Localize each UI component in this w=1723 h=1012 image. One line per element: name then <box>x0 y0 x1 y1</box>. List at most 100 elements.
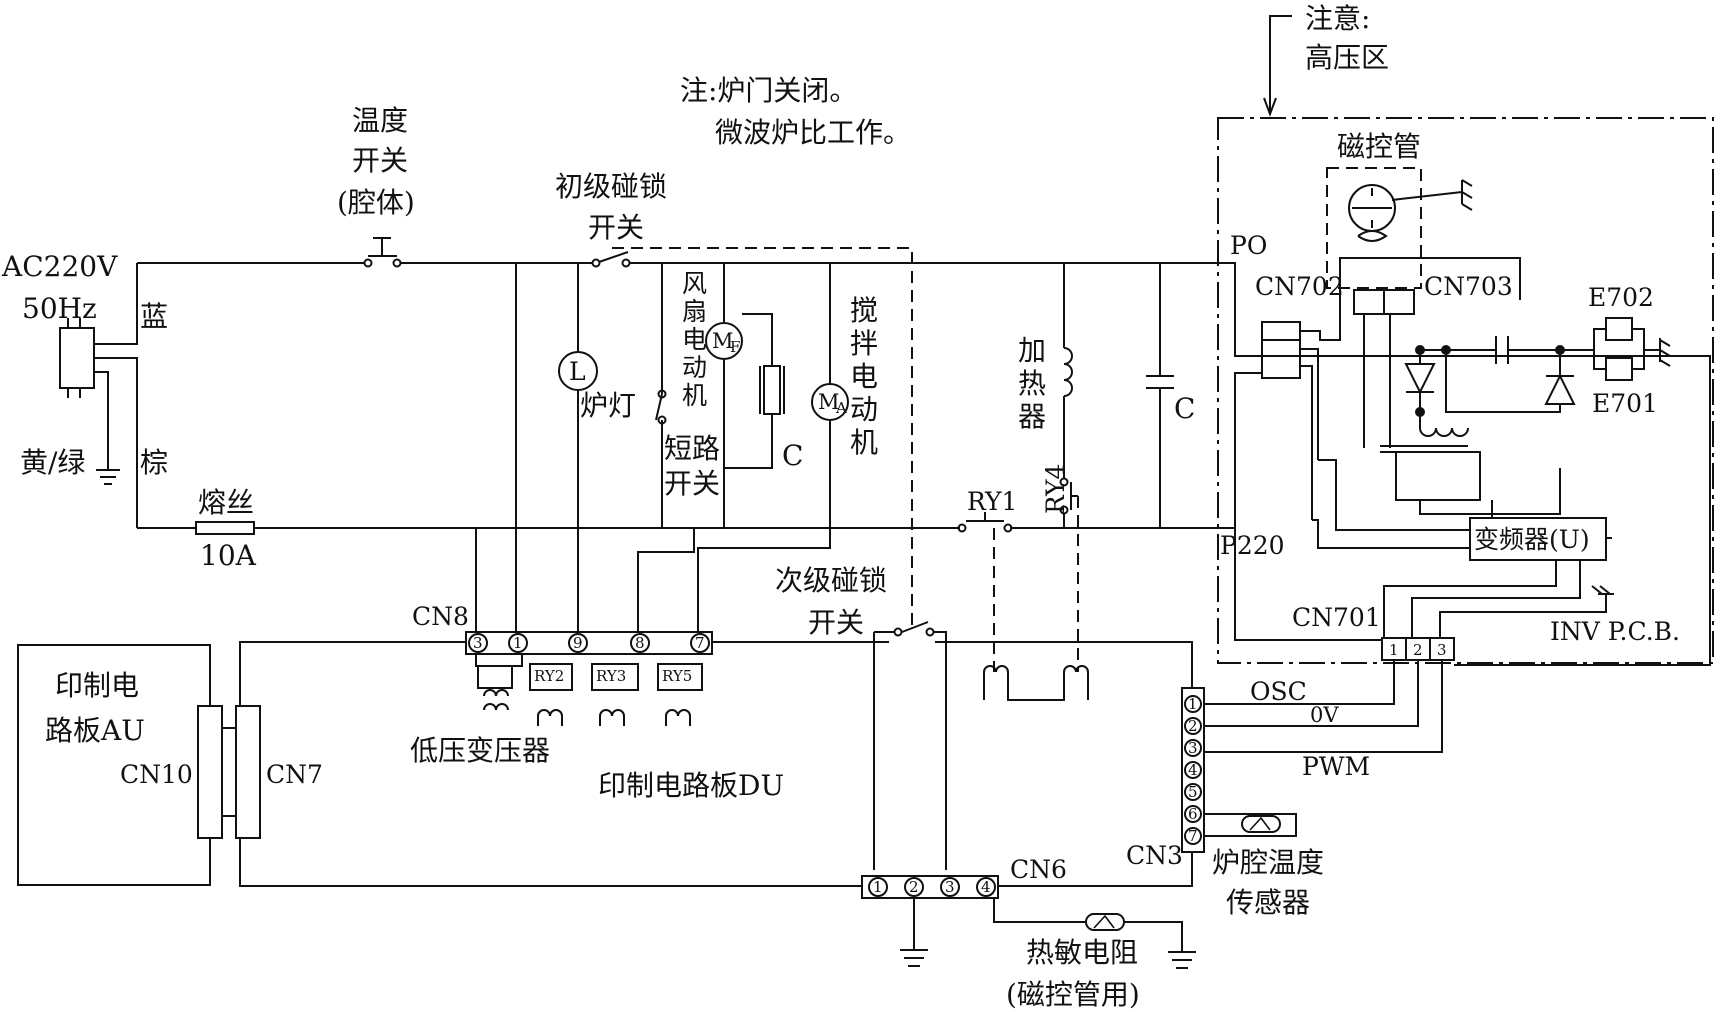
power-voltage: AC220V <box>1 250 118 283</box>
connector-cn8-block: CN8 3 1 9 8 7 <box>412 602 713 655</box>
stirrer-label-3: 动 <box>850 393 878 426</box>
cavity-sensor-line2: 传感器 <box>1226 886 1310 919</box>
signal-pwm: PWM <box>1302 752 1370 781</box>
secondary-interlock-switch: 次级碰锁 开关 <box>775 564 947 870</box>
connector-cn7: CN7 <box>266 760 323 789</box>
cn701-pin-2: 3 <box>1437 641 1447 659</box>
ry1-ry4-coils <box>983 665 1089 701</box>
heater-label-0: 加 <box>1018 334 1046 367</box>
stirrer-motor-branch: M A 搅 拌 电 动 机 <box>697 263 878 640</box>
high-voltage-note-line1: 注意: <box>1305 2 1370 35</box>
door-note: 注:炉门关闭。 微波炉比工作。 <box>680 74 911 149</box>
stirrer-label-0: 搅 <box>850 294 878 327</box>
relay-ry5-label: RY5 <box>662 667 692 685</box>
fan-motor-symbol: M <box>712 329 734 353</box>
wire-blue-label: 蓝 <box>140 300 168 333</box>
signal-0v: 0V <box>1310 703 1339 727</box>
door-note-line1: 注:炉门关闭。 <box>680 74 857 107</box>
label-e702: E702 <box>1588 283 1654 312</box>
inverter-block <box>1469 517 1607 561</box>
hv-transformer-block <box>1395 451 1481 501</box>
board-du-top <box>239 641 1193 706</box>
board-du-label: 印制电路板DU <box>598 769 784 802</box>
cn3-pin-2: 3 <box>1188 739 1198 757</box>
wire-ground-label: 黄/绿 <box>20 446 85 479</box>
cn3-pin-5: 6 <box>1188 805 1198 823</box>
magnetron-label: 磁控管 <box>1337 130 1421 163</box>
connector-cn702: CN702 <box>1255 272 1344 301</box>
lamp-icon <box>558 351 598 391</box>
thermal-switch: 温度 开关 (腔体) <box>337 104 415 268</box>
connector-cn10: CN10 <box>120 760 193 789</box>
fan-capacitor-label: C <box>782 439 803 472</box>
cn3-pin-1: 2 <box>1188 717 1198 735</box>
ground-icon <box>96 469 120 485</box>
cn3-pin-6: 7 <box>1188 827 1198 845</box>
cavity-sensor-line1: 炉腔温度 <box>1212 846 1324 879</box>
fan-label-2: 电 <box>682 325 707 354</box>
stirrer-label-2: 电 <box>850 360 878 393</box>
thermal-switch-line2: 开关 <box>352 144 408 177</box>
cn3-pin-3: 4 <box>1188 761 1198 779</box>
cn8-pin-4: 7 <box>695 634 705 652</box>
plug-body <box>59 327 95 389</box>
surge-elements: E702 E701 <box>1580 283 1671 418</box>
cn8-pin-2: 9 <box>573 634 583 652</box>
label-e701: E701 <box>1592 389 1658 418</box>
stirrer-motor-icon <box>811 383 849 421</box>
fuse-name: 熔丝 <box>198 486 254 519</box>
fuse: 熔丝 10A <box>195 486 257 572</box>
cn6-pin-1: 2 <box>909 878 919 896</box>
cn3-pin-4: 5 <box>1188 783 1198 801</box>
cn701-pin-0: 1 <box>1389 641 1399 659</box>
cn6-pin-3: 4 <box>981 878 991 896</box>
fan-label-4: 机 <box>682 381 707 410</box>
primary-interlock-switch: 初级碰锁 开关 <box>555 170 667 268</box>
board-au-line1: 印制电 <box>55 669 139 702</box>
fuse-rating: 10A <box>200 539 257 572</box>
inverter: 变频器(U) INV P.C.B. <box>1312 459 1680 646</box>
stirrer-label-4: 机 <box>850 426 878 459</box>
relay-ry4-label: RY4 <box>1041 464 1070 514</box>
stirrer-motor-symbol: M <box>818 390 840 414</box>
interlock-mechanical-link <box>612 247 913 628</box>
cn6-pin-0: 1 <box>873 878 883 896</box>
wire-brown-label: 棕 <box>140 446 168 479</box>
stirrer-label-1: 拌 <box>850 327 878 360</box>
heater-coil <box>1063 347 1073 397</box>
ground-icon <box>900 898 928 967</box>
door-note-line2: 微波炉比工作。 <box>715 116 911 149</box>
relay-coils: RY2 RY3 RY5 <box>529 663 703 726</box>
cn8-pin-1: 1 <box>513 634 523 652</box>
thermistor-line1: 热敏电阻 <box>1026 936 1138 969</box>
cn701-pin-1: 2 <box>1413 641 1423 659</box>
thermal-switch-line3: (腔体) <box>337 186 415 219</box>
lamp-label: 炉灯 <box>580 389 636 422</box>
connector-cn701: CN701 <box>1292 603 1381 632</box>
high-voltage-note: 注意: 高压区 <box>1263 2 1389 117</box>
connector-cn702-block <box>1261 321 1301 379</box>
board-au: 印制电 路板AU CN10 <box>17 644 223 886</box>
primary-interlock-line2: 开关 <box>588 211 644 244</box>
signal-lines: OSC 0V PWM <box>1204 660 1443 781</box>
high-voltage-zone <box>1217 117 1714 664</box>
connector-cn10-block <box>197 705 223 839</box>
connector-cn701-block: CN701 1 2 3 <box>1234 355 1711 666</box>
stirrer-motor-subscript: A <box>835 399 847 417</box>
board-du-bottom <box>239 838 1193 887</box>
fan-label-0: 风 <box>682 269 707 298</box>
relay-ry1: RY1 <box>957 487 1017 672</box>
lamp-symbol: L <box>569 357 586 386</box>
primary-interlock-line1: 初级碰锁 <box>555 170 667 203</box>
relay-ry3-label: RY3 <box>596 667 626 685</box>
secondary-interlock-line2: 开关 <box>808 606 864 639</box>
thermistor-line2: (磁控管用) <box>1006 978 1140 1011</box>
power-plug: AC220V 50Hz 蓝 棕 黄/绿 <box>1 250 168 528</box>
cn6-pin-2: 3 <box>945 878 955 896</box>
fan-capacitor <box>763 365 781 415</box>
connector-cn703: CN703 <box>1424 272 1513 301</box>
label-inv-pcb: INV P.C.B. <box>1550 617 1680 646</box>
heater-label-2: 器 <box>1018 400 1046 433</box>
short-switch-line2: 开关 <box>664 467 720 500</box>
